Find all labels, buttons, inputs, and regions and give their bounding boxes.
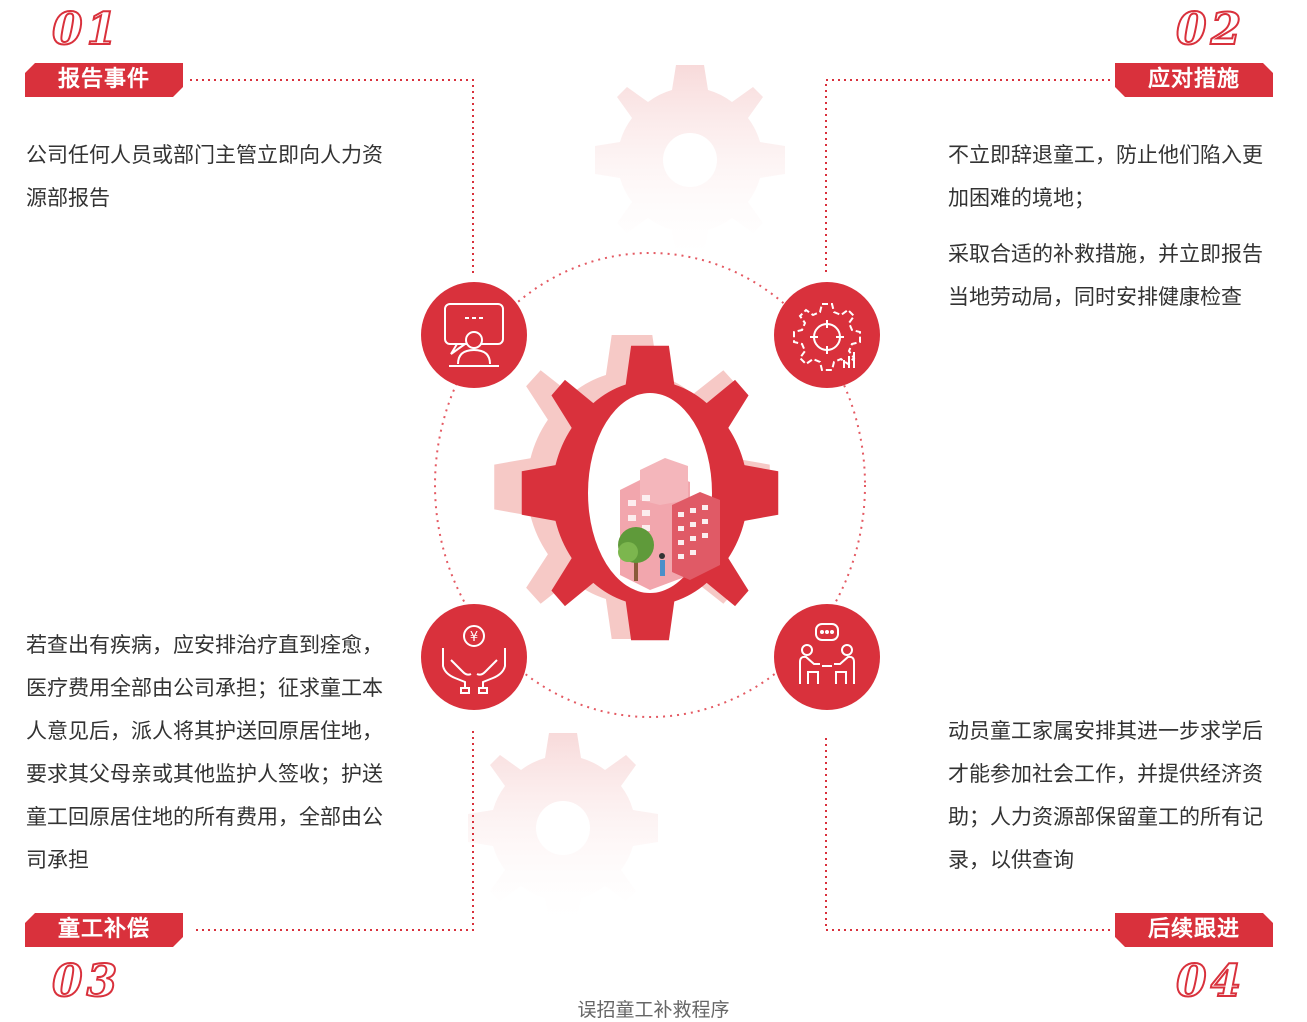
step-description-04: 动员童工家属安排其进一步求学后才能参加社会工作，并提供经济资助；人力资源部保留童…: [948, 719, 1263, 872]
step-title-03: 童工补偿: [25, 913, 183, 947]
step-number-02: 02: [1175, 3, 1246, 56]
svg-text:¥: ¥: [470, 630, 478, 645]
icon-circle-01: [421, 282, 527, 388]
step-description-02b: 采取合适的补救措施，并立即报告当地劳动局，同时安排健康检查: [948, 242, 1263, 309]
meeting-chat-icon: [799, 623, 855, 684]
connector-02: [825, 79, 1110, 275]
step-title-01: 报告事件: [25, 63, 183, 97]
step-description-01: 公司任何人员或部门主管立即向人力资源部报告: [26, 143, 383, 210]
step-description-02a: 不立即辞退童工，防止他们陷入更加困难的境地；: [948, 143, 1263, 210]
light-gear-bottom: [468, 733, 658, 923]
hands-money-icon: ¥: [442, 625, 506, 694]
icon-circle-03: ¥: [421, 604, 527, 710]
icon-circle-02: [774, 282, 880, 388]
step-number-04: 04: [1175, 955, 1246, 1008]
step-number-03: 03: [51, 955, 122, 1008]
icon-circle-04: [774, 604, 880, 710]
light-gear-top: [595, 65, 785, 255]
connector-03: [196, 730, 474, 931]
connector-04: [825, 735, 1110, 931]
dotted-ring: [434, 252, 866, 718]
gear-target-icon: [793, 303, 861, 371]
step-title-02: 应对措施: [1115, 63, 1273, 97]
presentation-person-icon: [444, 303, 504, 367]
step-description-03: 若查出有疾病，应安排治疗直到痊愈，医疗费用全部由公司承担；征求童工本人意见后，派…: [26, 633, 383, 872]
connector-01: [190, 79, 474, 275]
figure-caption: 误招童工补救程序: [577, 999, 730, 1021]
building-illustration: [618, 458, 720, 590]
step-number-01: 01: [51, 3, 122, 56]
step-title-04: 后续跟进: [1115, 913, 1273, 947]
